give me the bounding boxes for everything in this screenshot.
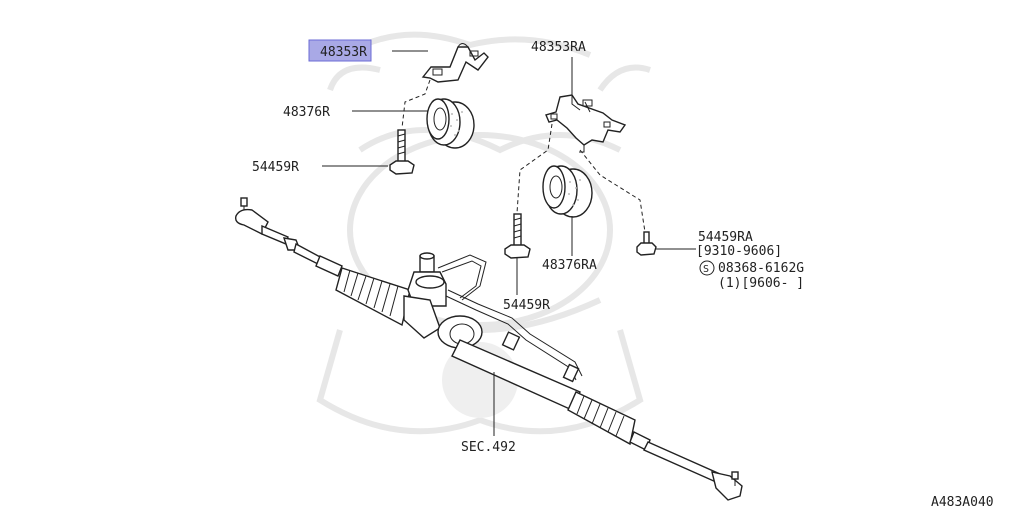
s-circle-icon (699, 260, 715, 276)
label-54459RA[interactable]: 54459RA (698, 230, 753, 245)
label-08368-range: (1)[9606- ] (718, 276, 804, 291)
pinion-housing (403, 252, 483, 349)
part-48353RA-bracket[interactable] (545, 94, 627, 153)
part-54459R-bolt-mid[interactable] (504, 213, 531, 259)
part-54459R-bolt-top[interactable] (389, 129, 415, 175)
diagram-id: A483A040 (931, 495, 994, 510)
label-54459R-mid[interactable]: 54459R (503, 298, 550, 313)
part-48353R-bracket[interactable] (421, 43, 489, 83)
label-48376R[interactable]: 48376R (283, 105, 330, 120)
part-48376RA-bushing[interactable] (542, 165, 593, 218)
label-s-marker: S (703, 264, 709, 275)
label-sec492[interactable]: SEC.492 (461, 440, 516, 455)
label-48353RA[interactable]: 48353RA (531, 40, 586, 55)
label-48376RA[interactable]: 48376RA (542, 258, 597, 273)
right-boot (567, 391, 636, 446)
part-48376R-bushing[interactable] (426, 98, 475, 149)
watermark-logo (316, 31, 651, 435)
highlight-48353R (308, 39, 372, 62)
label-54459RA-range: [9310-9606] (696, 244, 782, 259)
label-08368[interactable]: 08368-6162G (718, 261, 804, 276)
label-54459R-top[interactable]: 54459R (252, 160, 299, 175)
label-48353R[interactable]: 48353R (320, 45, 367, 60)
left-boot (335, 267, 411, 327)
part-54459RA-bolt[interactable] (636, 231, 657, 256)
part-steering-rack[interactable] (234, 197, 743, 501)
